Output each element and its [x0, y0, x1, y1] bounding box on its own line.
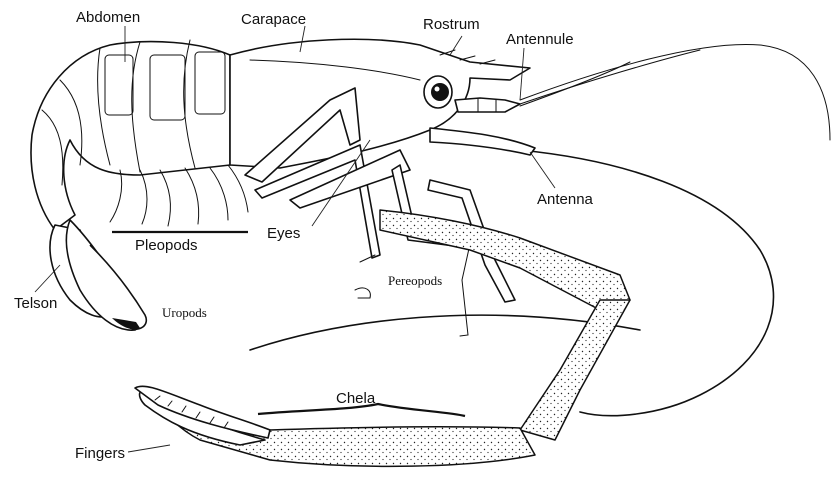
tail-fan	[49, 219, 148, 331]
leader-lines	[34, 25, 556, 453]
label-uropods: Uropods	[162, 305, 207, 320]
label-pereopods: Pereopods	[388, 273, 442, 288]
eye	[423, 75, 453, 109]
label-antenna: Antenna	[537, 191, 594, 208]
label-antennule: Antennule	[506, 31, 574, 48]
label-fingers: Fingers	[75, 445, 125, 462]
antenna-scale	[429, 127, 536, 156]
chela-brace	[257, 402, 466, 418]
label-telson: Telson	[14, 295, 57, 312]
abdomen-body	[30, 39, 231, 231]
antennule-base	[454, 97, 521, 113]
label-chela: Chela	[336, 390, 376, 407]
antenna-whips	[249, 43, 831, 417]
cheliped	[134, 209, 631, 468]
label-carapace: Carapace	[241, 11, 306, 28]
pleopods	[109, 164, 249, 227]
label-rostrum: Rostrum	[423, 16, 480, 33]
label-pleopods: Pleopods	[135, 237, 198, 254]
label-eyes: Eyes	[267, 225, 300, 242]
label-abdomen: Abdomen	[76, 9, 140, 26]
